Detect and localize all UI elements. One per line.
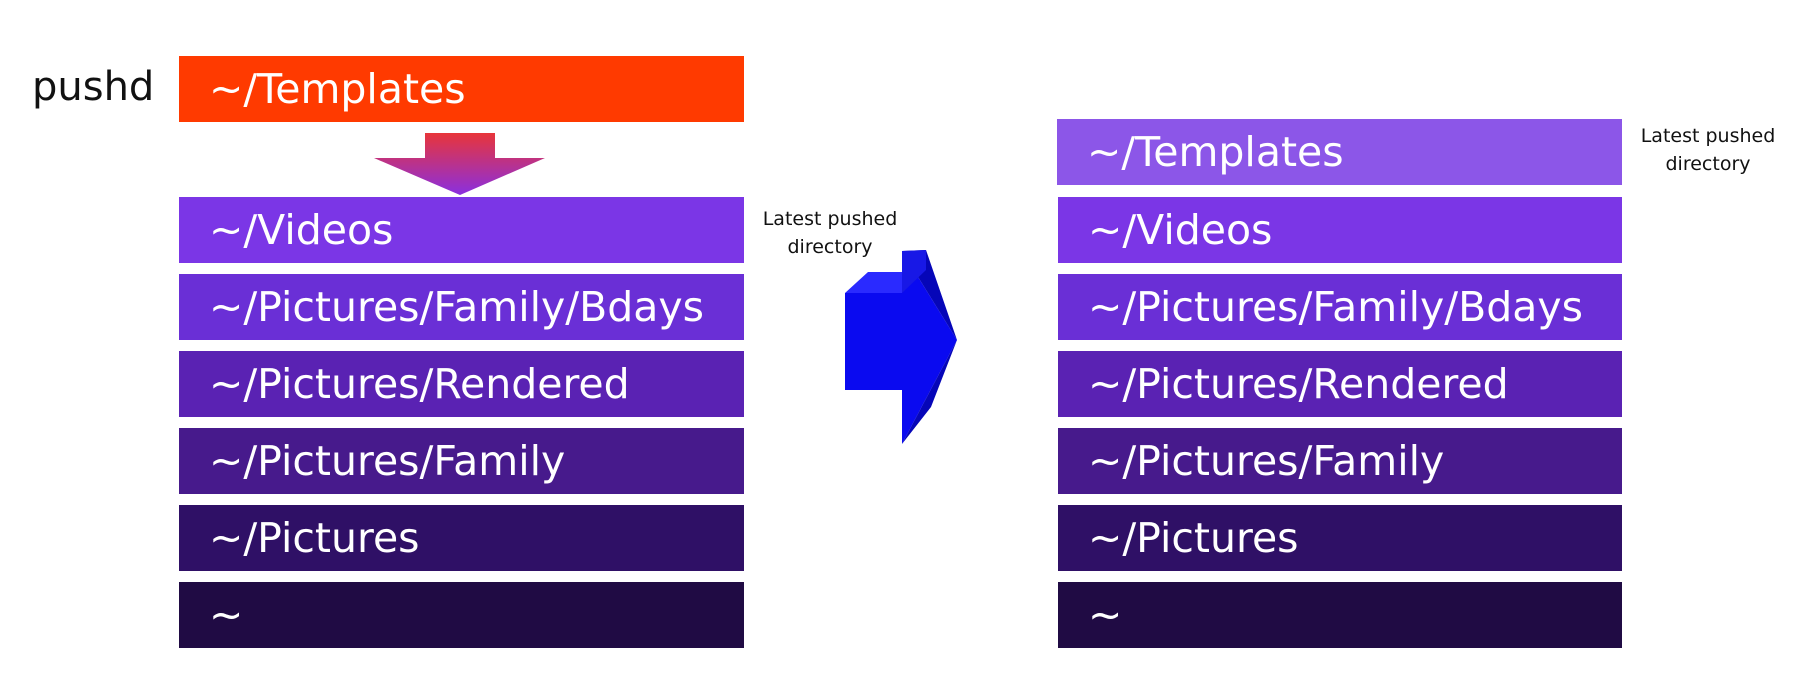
stack-before-item-label: ~/Pictures/Rendered	[209, 360, 630, 408]
note-line: directory	[1665, 153, 1751, 175]
stack-after-item-label: ~/Pictures	[1088, 514, 1299, 562]
transition-right-arrow	[845, 250, 957, 444]
stack-after-item-label: ~/Pictures/Family/Bdays	[1088, 283, 1583, 331]
note-line: Latest pushed	[1640, 125, 1776, 147]
stack-after-item-label: ~	[1088, 591, 1123, 639]
stack-after-item: ~/Pictures/Rendered	[1058, 351, 1622, 417]
note-line: directory	[787, 236, 873, 258]
stack-before-item: ~/Videos	[179, 197, 744, 263]
pushed-directory-label: ~/Templates	[209, 65, 466, 113]
pushd-command-label: pushd	[32, 64, 155, 110]
stack-after-item-label: ~/Pictures/Rendered	[1088, 360, 1509, 408]
stack-after-item-label: ~/Videos	[1088, 206, 1273, 254]
stack-before-item: ~/Pictures/Family/Bdays	[179, 274, 744, 340]
stack-before-item-label: ~/Pictures/Family	[209, 437, 566, 485]
stack-after-top-item: ~/Templates	[1057, 119, 1622, 185]
pushed-directory-box: ~/Templates	[179, 56, 744, 122]
stack-after-item: ~	[1058, 582, 1622, 648]
stack-before-item: ~/Pictures	[179, 505, 744, 571]
stack-after-item-label: ~/Pictures/Family	[1088, 437, 1445, 485]
stack-before-item: ~/Pictures/Family	[179, 428, 744, 494]
stack-before-item-label: ~/Videos	[209, 206, 394, 254]
stack-before-item-label: ~/Pictures	[209, 514, 420, 562]
stack-after-item: ~/Pictures/Family	[1058, 428, 1622, 494]
stack-after-item: ~/Pictures	[1058, 505, 1622, 571]
stack-before-item-label: ~/Pictures/Family/Bdays	[209, 283, 704, 331]
stack-before-item: ~/Pictures/Rendered	[179, 351, 744, 417]
stack-after-item: ~/Pictures/Family/Bdays	[1058, 274, 1622, 340]
push-down-arrow	[374, 133, 545, 195]
stack-after-item-label: ~/Templates	[1087, 128, 1344, 176]
stack-after-item: ~/Videos	[1058, 197, 1622, 263]
stack-before-item-label: ~	[209, 591, 244, 639]
latest-pushed-note-before: Latest pushed directory	[750, 205, 910, 261]
stack-before-item: ~	[179, 582, 744, 648]
latest-pushed-note-after: Latest pushed directory	[1628, 122, 1788, 178]
note-line: Latest pushed	[762, 208, 898, 230]
